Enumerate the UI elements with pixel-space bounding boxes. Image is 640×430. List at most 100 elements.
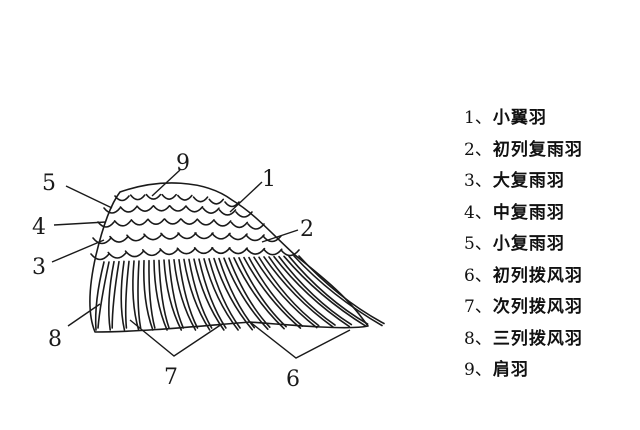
flight-feather — [253, 256, 318, 329]
flight-feather — [233, 257, 285, 330]
covert-feather — [194, 232, 214, 240]
legend-term: 肩羽 — [492, 360, 529, 380]
covert-feather — [224, 201, 240, 208]
flight-feather — [153, 259, 168, 331]
covert-feather — [192, 196, 209, 203]
flight-feather-edge — [278, 255, 353, 326]
covert-feather — [163, 218, 182, 225]
leader-lines — [51, 169, 351, 359]
legend-index: 6、 — [464, 265, 492, 286]
flight-feather-edge — [268, 256, 336, 326]
covert-feather — [129, 194, 146, 201]
flight-feather — [203, 258, 239, 331]
leader-5 — [65, 185, 113, 209]
legend-index: 3、 — [464, 171, 492, 191]
legend-index: 9、 — [464, 360, 492, 380]
covert-feather — [160, 232, 180, 240]
flight-feather — [94, 261, 105, 331]
legend-term: 中复雨羽 — [492, 202, 565, 223]
leader-4 — [53, 221, 107, 226]
flight-feather — [108, 260, 115, 331]
legend-item: 7、次列拨风羽 — [464, 292, 583, 324]
flight-feather — [223, 257, 269, 330]
covert-feather — [208, 198, 225, 205]
covert-feather — [145, 193, 162, 200]
flight-feather-edge — [298, 255, 385, 325]
legend-term: 初列拨风羽 — [492, 265, 583, 286]
legend-item: 6、初列拨风羽 — [464, 261, 583, 293]
flight-feather — [273, 255, 351, 328]
flight-feather-edge — [188, 258, 213, 329]
flight-feather-edge — [228, 257, 271, 328]
flight-feather-edge — [148, 259, 156, 329]
flight-feather-edge — [258, 256, 320, 327]
callout-1: 1 — [262, 167, 276, 192]
wing-illustration — [89, 182, 385, 333]
flight-feather — [213, 257, 254, 331]
covert-feather — [247, 223, 265, 230]
covert-feather — [161, 193, 177, 200]
covert-feather — [213, 220, 232, 227]
covert-feather — [114, 195, 130, 202]
covert-feather — [103, 207, 121, 214]
callout-6: 6 — [286, 367, 300, 392]
flight-feather-edge — [218, 257, 256, 329]
covert-feather — [262, 235, 282, 243]
legend-list: 1、小翼羽 2、初列复雨羽 3、大复雨羽 4、中复雨羽 5、小复雨羽 6、初列拨… — [464, 103, 583, 387]
flight-feather-edge — [97, 261, 110, 329]
leader-6 — [249, 321, 351, 359]
flight-feather — [283, 255, 367, 327]
legend-index: 8、 — [464, 328, 492, 349]
covert-feather — [235, 211, 253, 218]
covert-feather — [176, 247, 197, 255]
leader-9 — [151, 169, 181, 197]
flight-feather — [183, 258, 211, 331]
legend-term: 次列拨风羽 — [492, 297, 583, 317]
covert-feather — [143, 233, 163, 241]
legend-item: 9、肩羽 — [464, 355, 583, 387]
legend-term: 三列拨风羽 — [492, 328, 583, 349]
flight-feather — [120, 260, 126, 331]
flight-feather — [173, 258, 197, 331]
legend-term: 小翼羽 — [492, 108, 547, 128]
covert-feather — [177, 232, 197, 240]
covert-feather — [262, 248, 283, 256]
legend-index: 7、 — [464, 297, 492, 317]
covert-feather — [159, 248, 179, 256]
callout-9: 9 — [176, 151, 190, 176]
legend-item: 5、小复雨羽 — [464, 229, 583, 261]
flight-feather — [263, 256, 334, 328]
legend-term: 小复雨羽 — [492, 234, 565, 254]
flight-feather-edge — [238, 257, 287, 328]
covert-feather — [124, 250, 145, 258]
flight-feathers — [94, 255, 385, 331]
covert-feather — [211, 247, 231, 255]
legend-index: 5、 — [464, 234, 492, 254]
callout-7: 7 — [164, 365, 178, 390]
covert-feather — [109, 235, 129, 243]
leader-8 — [67, 303, 101, 327]
covert-feather — [193, 247, 214, 255]
covert-feather — [107, 251, 128, 259]
covert-feather — [90, 253, 110, 261]
legend-term: 大复雨羽 — [492, 171, 565, 191]
covert-feather — [185, 206, 204, 213]
flight-feather — [163, 259, 183, 331]
flight-feather-edge — [208, 258, 241, 329]
flight-feather — [132, 260, 140, 331]
callout-8: 8 — [48, 327, 62, 352]
flight-feather-edge — [137, 260, 142, 329]
flight-feather-edge — [158, 259, 170, 329]
flight-feather — [142, 259, 154, 331]
covert-feather — [180, 218, 199, 225]
covert-feather — [126, 234, 146, 242]
covert-feather — [245, 247, 266, 255]
covert-feathers — [90, 193, 300, 261]
leader-2 — [261, 229, 299, 243]
covert-feather — [147, 218, 165, 225]
legend-item: 3、大复雨羽 — [464, 166, 583, 198]
legend-item: 8、三列拨风羽 — [464, 324, 583, 356]
flight-feather-edge — [168, 259, 185, 329]
covert-feather — [169, 205, 187, 212]
